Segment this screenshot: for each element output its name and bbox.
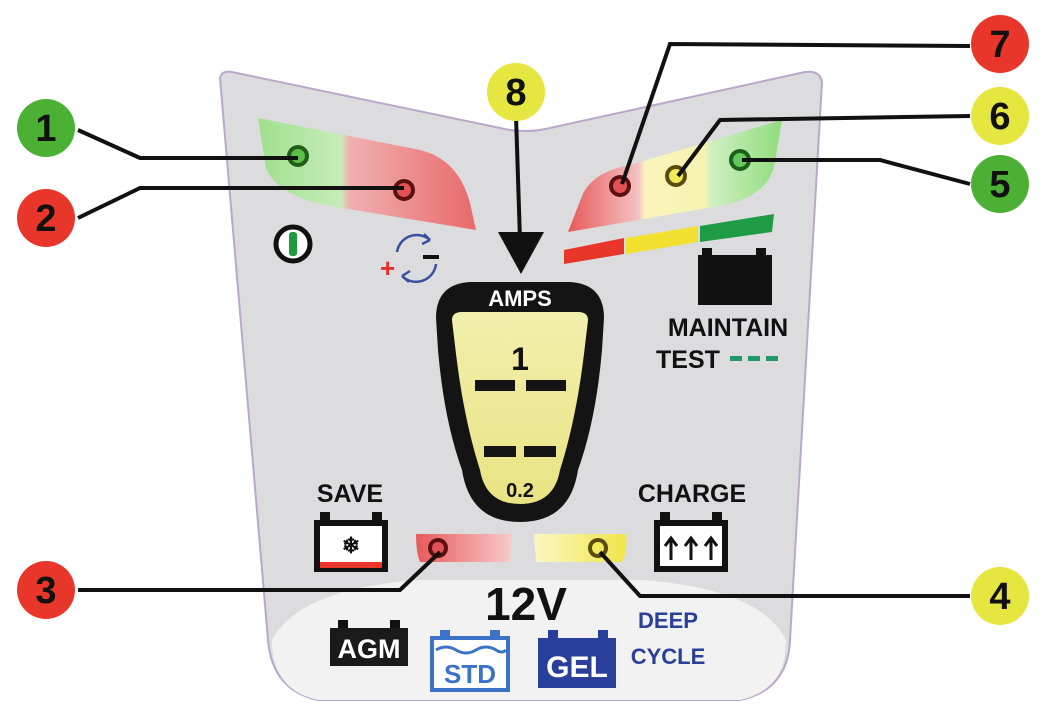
callout-number: 6 xyxy=(989,96,1010,138)
gel-badge: GEL xyxy=(538,630,616,688)
agm-label: AGM xyxy=(338,634,401,664)
callout-number: 5 xyxy=(989,164,1010,206)
deep-label: DEEP xyxy=(638,608,698,633)
svg-text:❄: ❄ xyxy=(342,533,360,558)
power-led-strip xyxy=(258,118,476,230)
callout-4: 4 xyxy=(971,567,1029,625)
cycle-label: CYCLE xyxy=(631,644,706,669)
amps-value-high: 1 xyxy=(511,341,529,377)
callout-2: 2 xyxy=(17,189,75,247)
leader-line-3 xyxy=(78,550,442,592)
callout-number: 1 xyxy=(35,108,56,150)
charge-battery-icon xyxy=(654,512,728,572)
gel-label: GEL xyxy=(546,651,608,684)
test-label: TEST xyxy=(656,346,720,374)
leader-line-4 xyxy=(598,550,970,598)
leader-lines xyxy=(77,41,971,598)
test-dash-indicator xyxy=(730,356,778,361)
right-status-leds xyxy=(564,120,782,264)
callout-circle xyxy=(17,189,75,247)
callout-number: 2 xyxy=(35,198,56,240)
callout-circle xyxy=(971,15,1029,73)
callout-number: 7 xyxy=(989,24,1010,66)
charge-mode-led-bar xyxy=(534,534,627,562)
amps-title: AMPS xyxy=(488,286,552,311)
std-label: STD xyxy=(444,659,496,689)
callout-number: 3 xyxy=(35,570,56,612)
save-label: SAVE xyxy=(317,480,383,508)
callout-circle xyxy=(487,63,545,121)
callout-number: 4 xyxy=(989,576,1010,618)
callout-1: 1 xyxy=(17,99,75,157)
callout-8: 8 xyxy=(487,63,545,121)
maintain-label: MAINTAIN xyxy=(668,314,788,342)
callout-circle xyxy=(971,567,1029,625)
callout-circle xyxy=(971,155,1029,213)
leader-line-7 xyxy=(620,41,971,185)
charge-section: CHARGE xyxy=(638,480,746,572)
callout-circle xyxy=(17,561,75,619)
battery-type-section: 12V AGM STD GEL DEEP CYCLE xyxy=(330,578,706,692)
leader-line-8 xyxy=(514,115,522,241)
charge-level-bar-yellow xyxy=(626,226,698,254)
snowflake-battery-icon: ❄ xyxy=(314,512,388,572)
polarity-reverse-icon: + xyxy=(380,233,439,284)
charge-level-bar-red xyxy=(564,238,624,264)
power-icon xyxy=(273,224,313,264)
callout-3: 3 xyxy=(17,561,75,619)
amps-gauge: AMPS 1 0.2 xyxy=(436,282,604,522)
callout-6: 6 xyxy=(971,87,1029,145)
amps-value-low: 0.2 xyxy=(506,480,534,502)
callout-circle xyxy=(971,87,1029,145)
callout-number: 8 xyxy=(505,72,526,114)
callout-5: 5 xyxy=(971,155,1029,213)
callout-7: 7 xyxy=(971,15,1029,73)
callout-markers: 1 2 3 4 5 6 7 8 xyxy=(17,15,1029,625)
std-badge: STD xyxy=(430,630,510,692)
charge-label: CHARGE xyxy=(638,480,746,508)
panel-bottom-band xyxy=(272,580,786,700)
voltage-label: 12V xyxy=(485,578,567,630)
leader-line-6 xyxy=(676,114,971,178)
maintain-section: MAINTAIN TEST xyxy=(656,248,788,374)
leader-line-2 xyxy=(77,186,404,220)
charge-level-bar-green xyxy=(700,214,774,242)
svg-text:+: + xyxy=(380,253,395,283)
callout-circle xyxy=(17,99,75,157)
leader-line-5 xyxy=(742,158,971,186)
battery-icon xyxy=(698,248,772,305)
arrow-head-8 xyxy=(498,232,544,274)
save-section: SAVE ❄ xyxy=(314,480,388,572)
leader-line-1 xyxy=(77,128,298,160)
agm-badge: AGM xyxy=(330,620,408,666)
